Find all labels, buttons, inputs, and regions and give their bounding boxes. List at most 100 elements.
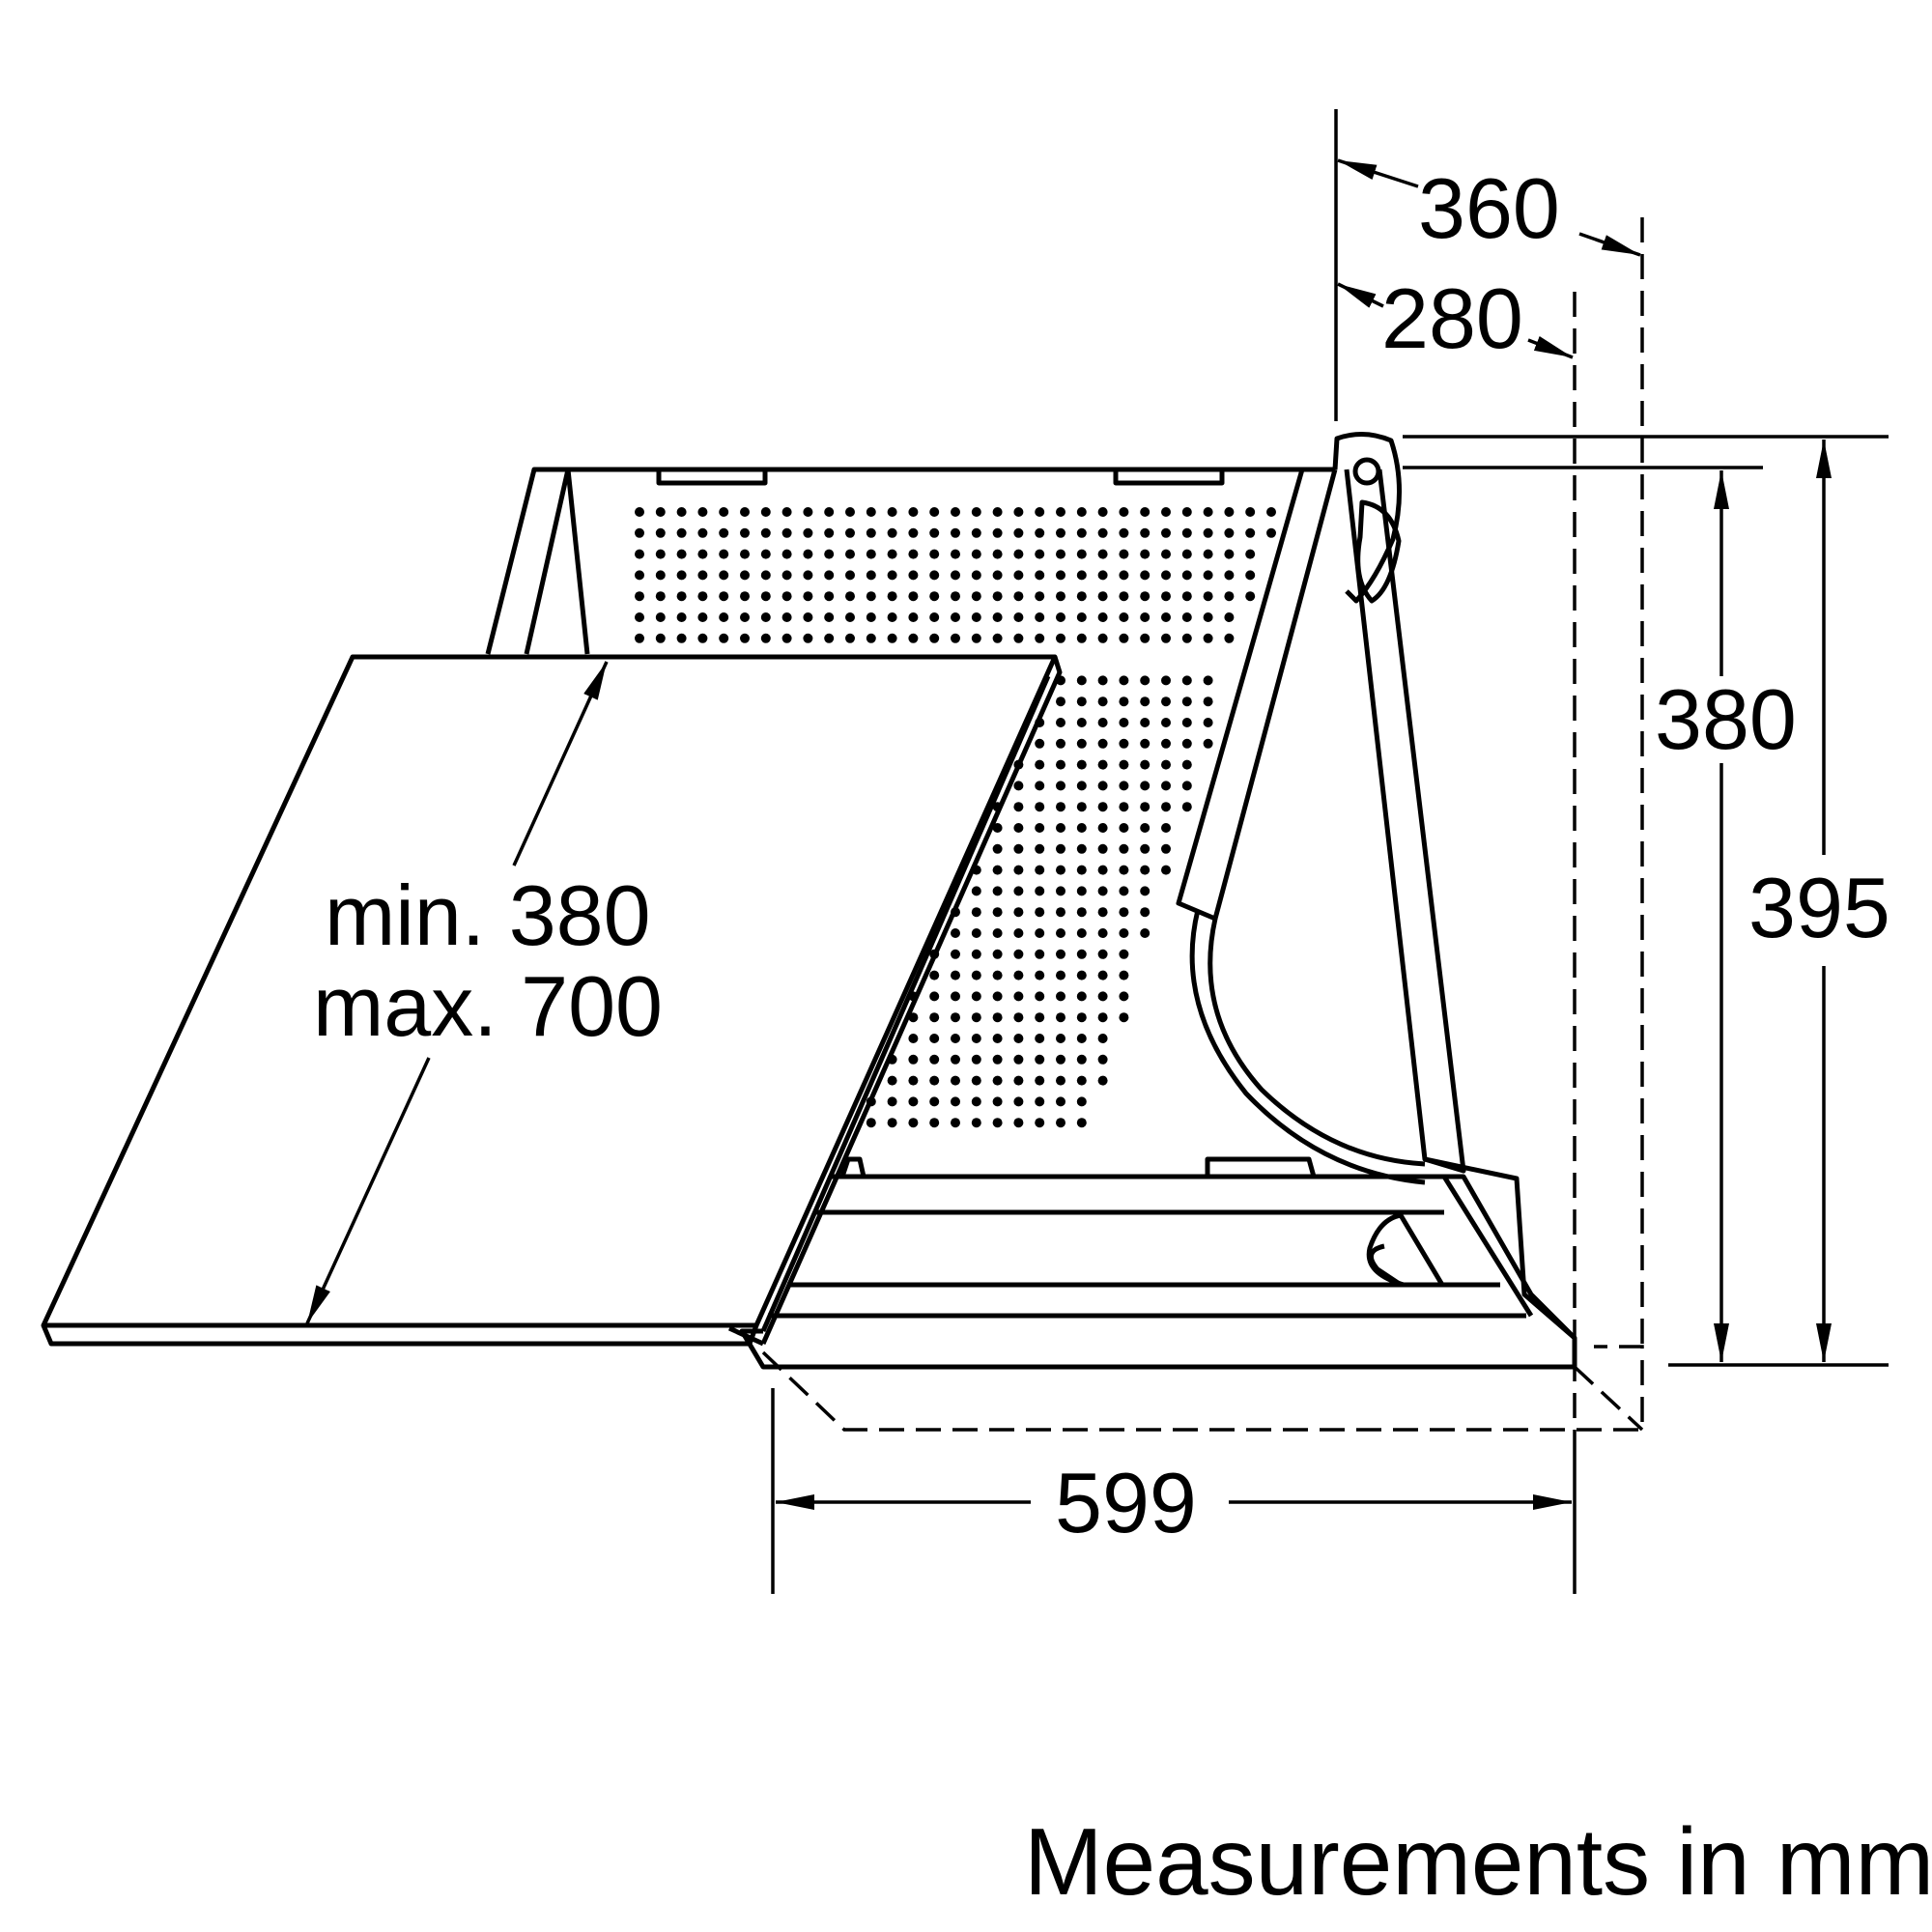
grille-hole <box>1056 1012 1065 1023</box>
grille-hole <box>1119 718 1129 727</box>
grille-hole <box>1056 570 1065 581</box>
grille-hole <box>929 1075 940 1086</box>
grille-hole <box>1119 991 1129 1002</box>
grille-hole <box>1097 1034 1108 1043</box>
grille-hole <box>740 612 750 622</box>
grille-hole <box>1056 865 1065 875</box>
grille-hole <box>1035 612 1045 622</box>
grille-hole <box>1013 633 1024 643</box>
grille-hole <box>1119 928 1129 938</box>
grille-hole <box>908 1096 919 1107</box>
grille-hole <box>635 527 644 538</box>
grille-hole <box>951 570 960 581</box>
grille-hole <box>1097 823 1108 833</box>
grille-hole <box>760 570 771 581</box>
grille-hole <box>740 633 750 643</box>
grille-hole <box>1097 759 1108 770</box>
grille-hole <box>1245 507 1256 517</box>
grille-hole <box>1013 886 1024 896</box>
grille-hole <box>845 527 855 538</box>
grille-hole <box>1076 949 1087 959</box>
grille-hole <box>1035 527 1045 538</box>
grille-hole <box>1013 612 1024 622</box>
grille-hole <box>1161 570 1171 581</box>
grille-hole <box>1013 781 1024 791</box>
grille-hole <box>908 612 919 622</box>
grille-hole <box>1140 591 1151 602</box>
grille-hole <box>908 1075 919 1086</box>
grille-hole <box>1035 633 1045 643</box>
grille-hole <box>866 612 876 622</box>
grille-hole <box>1140 527 1151 538</box>
grille-hole <box>845 570 855 581</box>
grille-hole <box>1097 991 1108 1002</box>
grille-hole <box>1161 865 1171 875</box>
grille-hole <box>992 1096 1003 1107</box>
grille-hole <box>951 507 960 517</box>
grille-hole <box>1224 591 1235 602</box>
grille-hole <box>1097 781 1108 791</box>
grille-hole <box>1097 865 1108 875</box>
grille-hole <box>929 612 940 622</box>
grille-hole <box>992 1054 1003 1065</box>
grille-hole <box>1035 1012 1045 1023</box>
grille-hole <box>1203 738 1213 749</box>
grille-hole <box>1035 759 1045 770</box>
grille-hole <box>908 507 919 517</box>
grille-hole <box>760 633 771 643</box>
grille-hole <box>1245 591 1256 602</box>
grille-hole <box>992 823 1003 833</box>
grille-hole <box>1076 570 1087 581</box>
grille-hole <box>1076 781 1087 791</box>
grille-hole <box>1035 823 1045 833</box>
grille-hole <box>866 591 876 602</box>
grille-hole <box>824 633 835 643</box>
grille-hole <box>1203 570 1213 581</box>
grille-hole <box>887 1075 897 1086</box>
grille-hole <box>1140 570 1151 581</box>
grille-hole <box>676 633 687 643</box>
grille-hole <box>971 527 981 538</box>
dim-clearance-max: max. 700 <box>313 958 663 1054</box>
grille-hole <box>992 949 1003 959</box>
grille-hole <box>1140 907 1151 918</box>
grille-hole <box>1119 527 1129 538</box>
grille-hole <box>1056 759 1065 770</box>
grille-hole <box>1076 1034 1087 1043</box>
grille-hole <box>1056 928 1065 938</box>
grille-hole <box>929 991 940 1002</box>
grille-hole <box>1056 633 1065 643</box>
grille-hole <box>951 612 960 622</box>
grille-hole <box>1097 1075 1108 1086</box>
grille-hole <box>803 633 813 643</box>
grille-hole <box>992 507 1003 517</box>
grille-hole <box>1056 738 1065 749</box>
grille-hole <box>971 1075 981 1086</box>
grille-hole <box>1076 802 1087 812</box>
grille-hole <box>1245 570 1256 581</box>
grille-hole <box>1056 675 1065 686</box>
grille-hole <box>1035 1075 1045 1086</box>
grille-hole <box>1035 1118 1045 1128</box>
grille-hole <box>845 507 855 517</box>
grille-hole <box>845 633 855 643</box>
grille-hole <box>992 527 1003 538</box>
grille-hole <box>908 549 919 559</box>
grille-hole <box>1181 527 1192 538</box>
grille-hole <box>635 549 644 559</box>
grille-hole <box>929 949 940 959</box>
grille-hole <box>1097 633 1108 643</box>
grille-hole <box>1097 1054 1108 1065</box>
grille-hole <box>1056 527 1065 538</box>
grille-hole <box>1013 970 1024 980</box>
grille-hole <box>697 549 708 559</box>
grille-hole <box>887 612 897 622</box>
dim-width: 599 <box>1055 1455 1197 1550</box>
grille-hole <box>1119 633 1129 643</box>
grille-hole <box>992 865 1003 875</box>
grille-hole <box>1161 843 1171 854</box>
grille-hole <box>1013 527 1024 538</box>
grille-hole <box>1097 802 1108 812</box>
grille-hole <box>1076 1075 1087 1086</box>
grille-hole <box>929 1118 940 1128</box>
